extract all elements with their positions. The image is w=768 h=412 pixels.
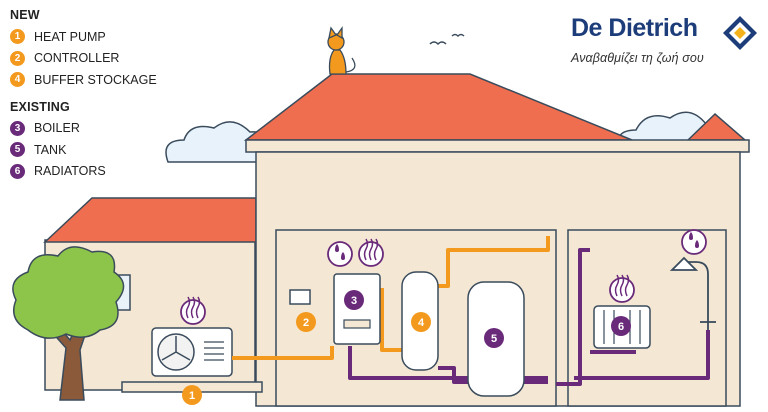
heat-waves-icon — [358, 238, 384, 267]
brand-block: De Dietrich Αναβαθμίζει τη ζωή σου — [571, 14, 704, 65]
bird-icon — [429, 33, 465, 46]
svg-text:2: 2 — [303, 317, 309, 329]
svg-text:5: 5 — [491, 333, 497, 345]
cat-icon — [327, 25, 356, 75]
controller-device — [289, 289, 311, 305]
legend-label: RADIATORS — [34, 164, 106, 179]
marker-controller: 2 — [296, 312, 316, 332]
main-roof-eave — [245, 139, 750, 153]
legend-item: 1 HEAT PUMP — [10, 26, 157, 48]
brand-slogan: Αναβαθμίζει τη ζωή σου — [571, 51, 704, 65]
legend-label: BUFFER STOCKAGE — [34, 72, 157, 87]
heat-waves-icon — [180, 296, 206, 325]
svg-text:3: 3 — [351, 295, 357, 307]
legend-label: BOILER — [34, 121, 80, 136]
legend-label: HEAT PUMP — [34, 29, 106, 44]
svg-text:6: 6 — [618, 321, 624, 333]
diamond-logo-icon — [723, 16, 757, 50]
legend-existing-heading: EXISTING — [10, 99, 70, 114]
marker-boiler: 3 — [344, 290, 364, 310]
tree-icon — [12, 246, 125, 401]
marker-heat-pump: 1 — [182, 385, 202, 405]
legend-number: 5 — [10, 142, 25, 158]
svg-text:4: 4 — [418, 317, 425, 329]
marker-radiators: 6 — [611, 316, 631, 336]
legend-item: 4 BUFFER STOCKAGE — [10, 69, 157, 91]
shower-fixture — [669, 256, 716, 330]
hot-pipes — [232, 236, 550, 360]
legend-label: TANK — [34, 142, 67, 157]
legend-number: 6 — [10, 163, 25, 179]
legend-new-heading: NEW — [10, 8, 40, 22]
water-drops-icon — [681, 229, 707, 255]
heat-waves-icon — [609, 274, 635, 303]
legend-number: 3 — [10, 120, 25, 136]
water-drops-icon — [327, 241, 353, 267]
legend-item: 6 RADIATORS — [10, 161, 157, 183]
marker-buffer: 4 — [411, 312, 431, 332]
main-roof — [243, 73, 633, 141]
legend-number: 2 — [10, 50, 25, 66]
legend: NEW 1 HEAT PUMP 2 CONTROLLER 4 BUFFER ST… — [10, 8, 157, 182]
legend-label: CONTROLLER — [34, 51, 120, 66]
small-house-roof — [43, 197, 257, 243]
legend-item: 2 CONTROLLER — [10, 48, 157, 70]
legend-number: 4 — [10, 72, 25, 88]
legend-item: 5 TANK — [10, 139, 157, 161]
legend-number: 1 — [10, 29, 25, 45]
legend-item: 3 BOILER — [10, 118, 157, 140]
heat-pump-unit — [151, 327, 233, 377]
svg-text:1: 1 — [189, 390, 195, 402]
marker-tank: 5 — [484, 328, 504, 348]
brand-name: De Dietrich — [571, 14, 698, 42]
